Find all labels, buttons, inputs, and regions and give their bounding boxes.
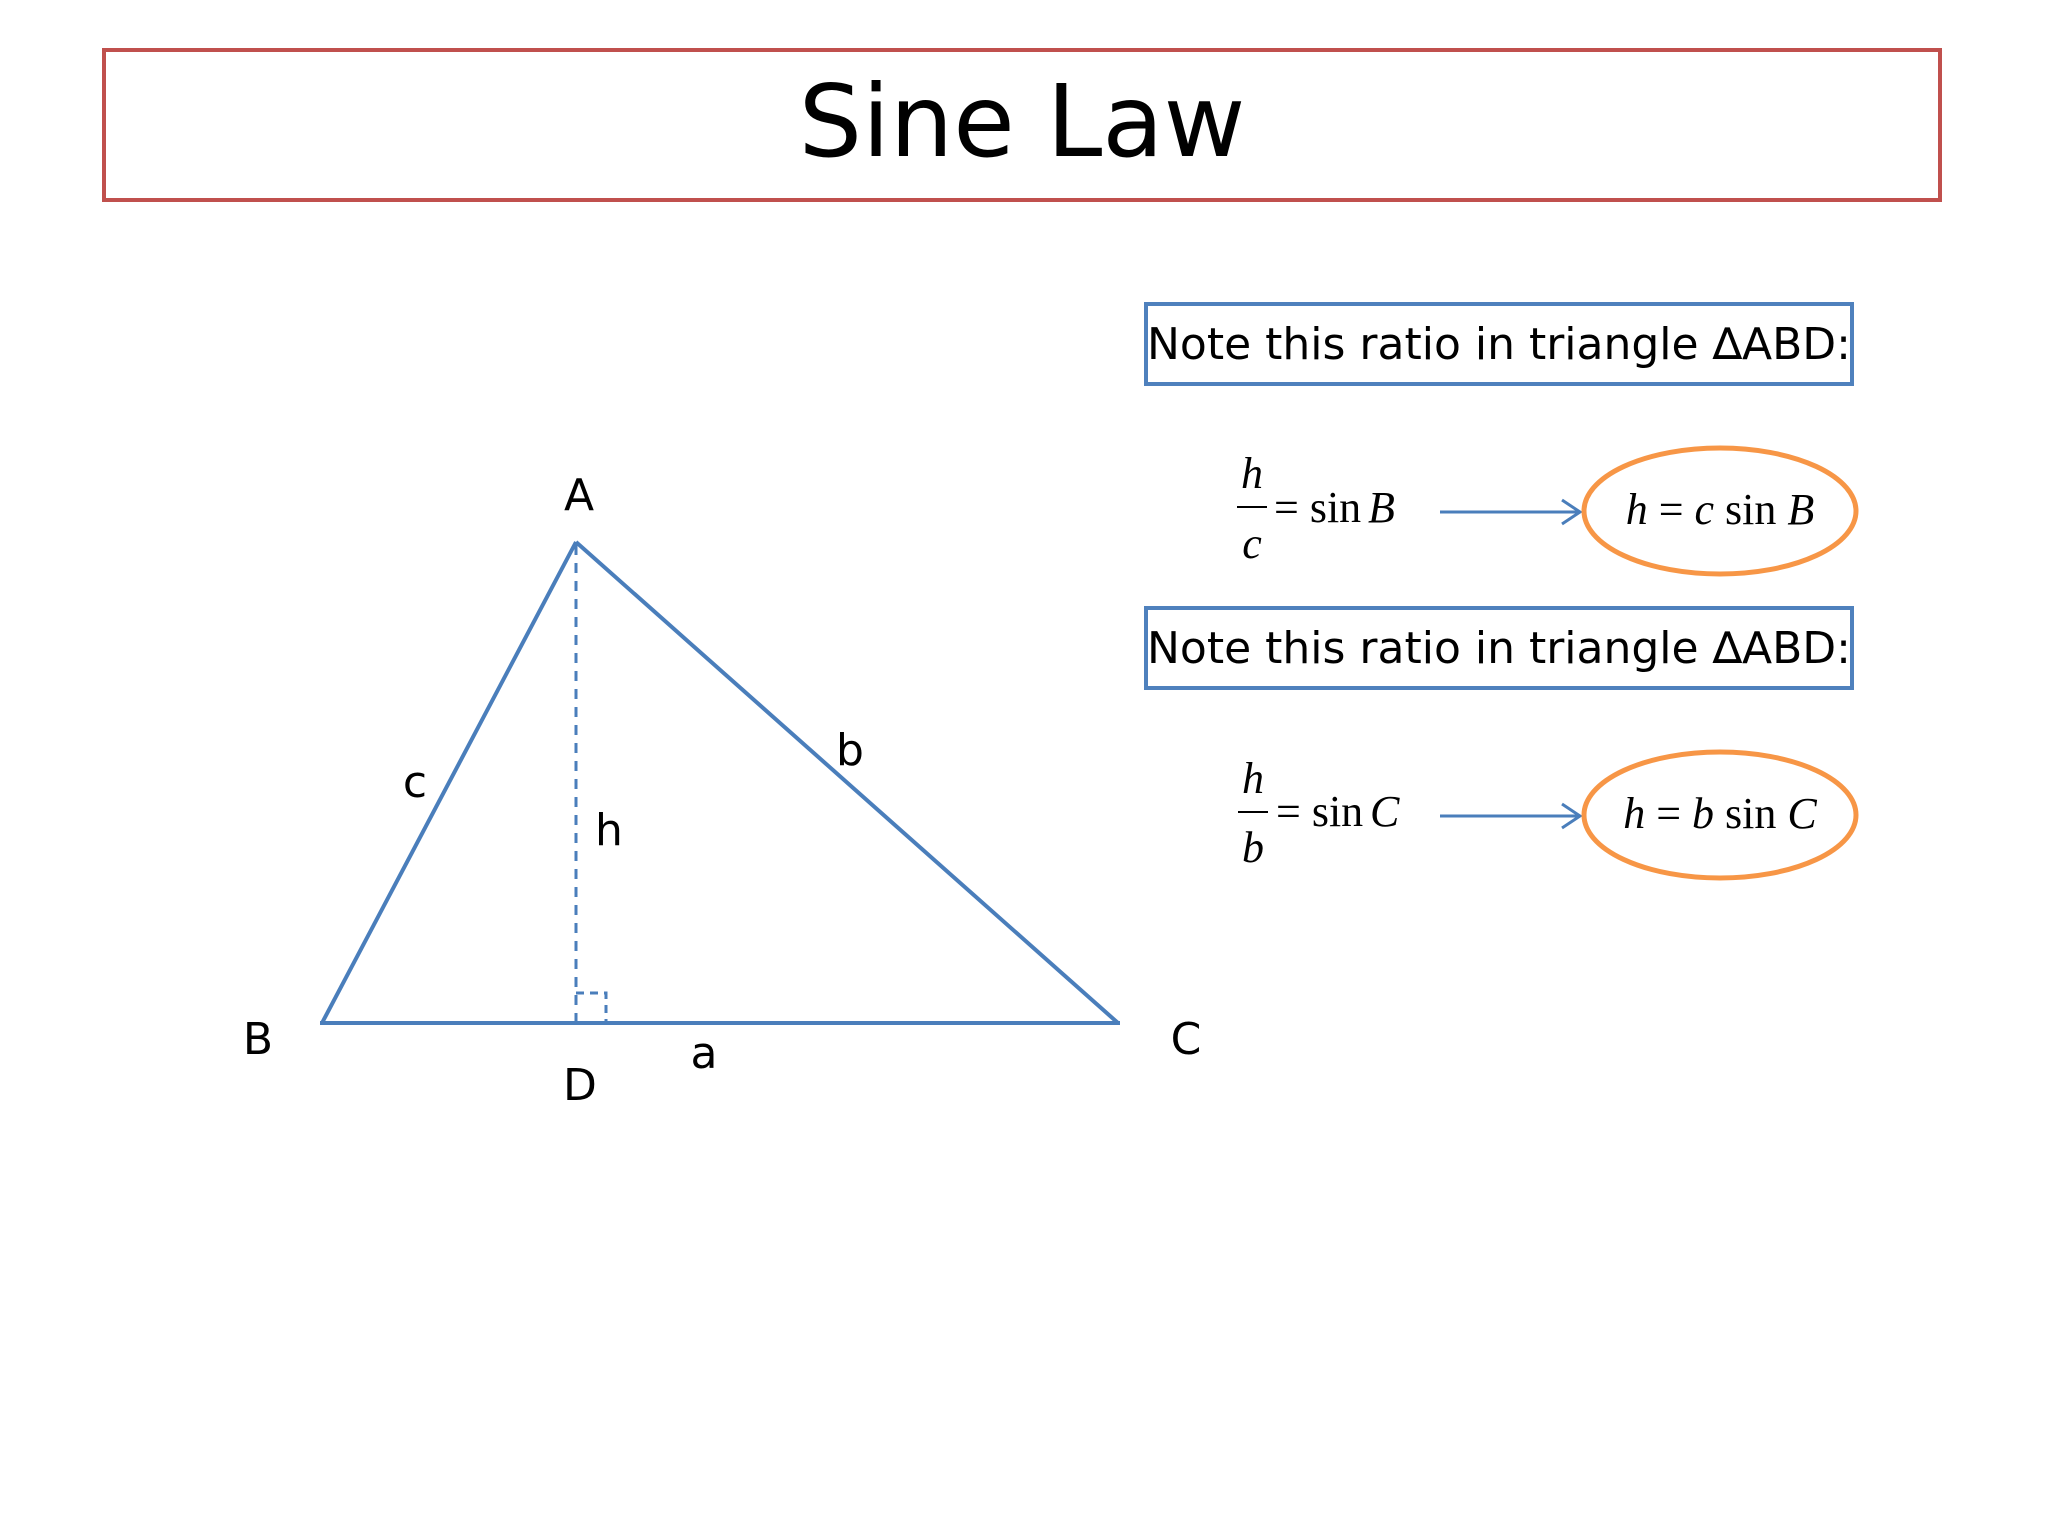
title-box: Sine Law	[102, 48, 1942, 202]
result-1-oval	[1581, 445, 1859, 577]
ratio-1-denominator: c	[1242, 519, 1262, 568]
ratio-2-rhs: = sin	[1276, 787, 1363, 836]
slide-title: Sine Law	[798, 63, 1246, 180]
side-label-a: a	[691, 1028, 718, 1079]
side-label-b: b	[836, 725, 864, 776]
side-label-h: h	[595, 805, 623, 856]
ratio-1-numerator: h	[1241, 449, 1263, 498]
result-2-oval	[1581, 749, 1859, 881]
ratio-2-numerator: h	[1242, 754, 1264, 803]
result-2-angle: C	[1787, 789, 1817, 838]
vertex-label-a: A	[564, 470, 594, 521]
right-angle-marker	[576, 991, 608, 1021]
note-box-abd-1: Note this ratio in triangle ∆ABD:	[1144, 302, 1854, 386]
vertex-label-d: D	[563, 1060, 597, 1111]
side-c-line	[320, 541, 578, 1024]
vertex-label-b: B	[243, 1014, 273, 1065]
result-1-lhs: h	[1626, 485, 1648, 534]
result-2-formula: h = b sin C	[1623, 789, 1817, 838]
arrow-2-head	[1561, 802, 1583, 830]
result-1-fn: sin	[1725, 485, 1776, 534]
vertex-label-c: C	[1171, 1014, 1202, 1065]
ratio-2-denominator: b	[1242, 823, 1264, 872]
side-label-c: c	[403, 757, 427, 808]
result-2-lhs: h	[1623, 789, 1645, 838]
ratio-1-rhs: = sin	[1274, 483, 1361, 532]
result-1-eq: =	[1659, 485, 1684, 534]
side-b-line	[574, 540, 1120, 1025]
ratio-2-rhs-var: C	[1370, 787, 1400, 836]
result-2-var: b	[1692, 789, 1714, 838]
result-1-formula: h = c sin B	[1626, 485, 1815, 534]
result-1-var: c	[1695, 485, 1715, 534]
ratio-1-rhs-var: B	[1368, 483, 1395, 532]
arrow-1-head	[1561, 498, 1583, 526]
result-2-fn: sin	[1725, 789, 1776, 838]
note-box-abd-2: Note this ratio in triangle ∆ABD:	[1144, 606, 1854, 690]
result-1-angle: B	[1787, 485, 1814, 534]
result-2-eq: =	[1656, 789, 1681, 838]
